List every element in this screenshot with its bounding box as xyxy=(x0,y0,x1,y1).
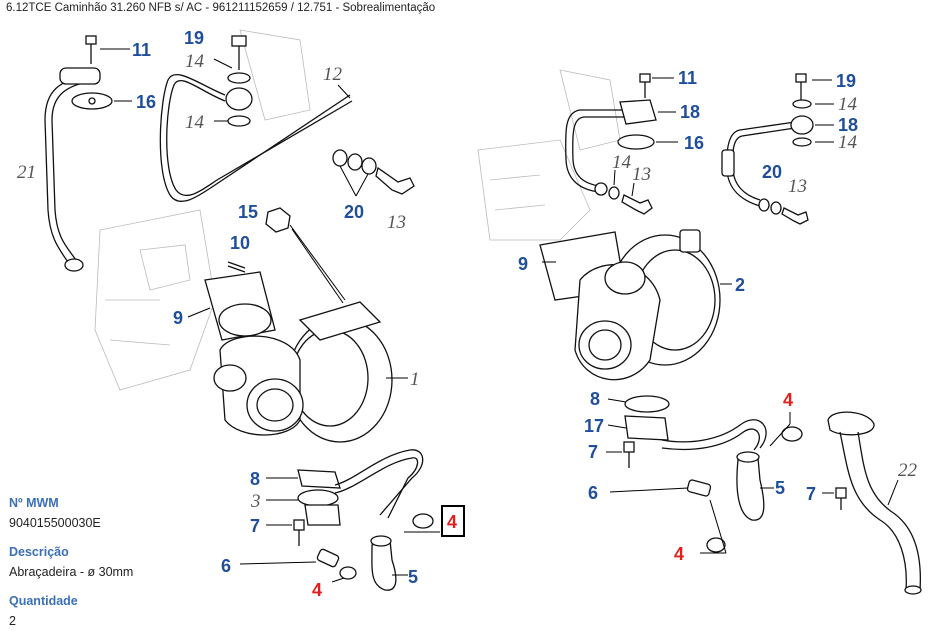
mwm-number-value: 904015500030E xyxy=(9,516,101,530)
callout-labels: 11 19 14 14 16 12 21 15 10 20 13 9 1 8 3… xyxy=(17,28,918,600)
clamp-4-upper-right xyxy=(769,412,803,447)
callout-5: 5 xyxy=(408,567,418,587)
mwm-number-label: Nº MWM xyxy=(9,496,59,510)
callout-14: 14 xyxy=(185,51,205,72)
clamp-4-lower-right xyxy=(700,499,727,554)
callout-2: 2 xyxy=(735,275,745,295)
callout-20: 20 xyxy=(344,202,364,222)
callout-16: 16 xyxy=(684,133,704,153)
clamp-4-highlighted xyxy=(404,505,465,537)
callout-21: 21 xyxy=(17,162,36,183)
callout-13: 13 xyxy=(387,212,406,233)
callout-7: 7 xyxy=(806,484,816,504)
callout-13: 13 xyxy=(788,176,807,197)
oil-pipe-far-right xyxy=(721,73,834,225)
callout-20: 20 xyxy=(762,162,782,182)
engine-block-right xyxy=(477,69,621,241)
oil-return-pipe-left xyxy=(334,449,424,516)
fitting-18 xyxy=(619,99,657,125)
hose-5-right xyxy=(736,457,765,521)
callout-14: 14 xyxy=(612,152,632,173)
nut-15 xyxy=(265,207,346,304)
quantity-value: 2 xyxy=(9,614,16,628)
callout-4: 4 xyxy=(674,544,684,564)
callout-19: 19 xyxy=(184,28,204,48)
page-title: 6.12TCE Caminhão 31.260 NFB s/ AC - 9612… xyxy=(6,2,436,14)
callout-16: 16 xyxy=(136,92,156,112)
clamp-4-lower-left xyxy=(331,566,357,583)
oil-pipe-18-right xyxy=(565,109,630,193)
callout-22: 22 xyxy=(898,460,918,481)
pipe-fitting xyxy=(59,67,101,85)
turbocharger-1 xyxy=(187,271,408,443)
callout-4: 4 xyxy=(783,390,793,410)
washers-14-13-right xyxy=(594,169,653,215)
flange-gaskets-8-17 xyxy=(607,395,670,441)
hose-5-left xyxy=(371,539,397,591)
callout-18: 18 xyxy=(838,115,858,135)
callout-18: 18 xyxy=(680,102,700,122)
washer-14-top xyxy=(227,72,251,84)
callout-8: 8 xyxy=(250,469,260,489)
pipe-end-fitting xyxy=(64,258,84,272)
washer-14-bottom xyxy=(227,115,251,127)
callout-3: 3 xyxy=(250,491,261,512)
callout-1: 1 xyxy=(410,369,420,390)
bolt-11-right xyxy=(639,73,674,98)
bolt-7-right xyxy=(606,441,635,468)
callout-11: 11 xyxy=(678,68,697,88)
banjo-bolt-19 xyxy=(213,35,253,127)
callout-11: 11 xyxy=(132,40,151,60)
stud-10 xyxy=(227,261,246,273)
flange-gaskets-8-3 xyxy=(266,469,341,526)
gasket-16-right xyxy=(617,134,655,150)
callout-5: 5 xyxy=(775,478,785,498)
bolt-7-far-right xyxy=(822,487,847,510)
callout-7: 7 xyxy=(250,516,260,536)
oil-drain-tube-22 xyxy=(827,411,922,595)
callout-14: 14 xyxy=(838,94,858,115)
callout-10: 10 xyxy=(230,233,250,253)
callout-13: 13 xyxy=(632,164,651,185)
engine-block-left xyxy=(94,29,311,391)
description-value: Abraçadeira - ø 30mm xyxy=(9,565,134,579)
callout-15: 15 xyxy=(238,202,258,222)
callout-9: 9 xyxy=(173,308,183,328)
callout-7: 7 xyxy=(588,442,598,462)
oil-return-pipe-right xyxy=(661,419,767,449)
description-label: Descrição xyxy=(9,545,69,559)
callout-6: 6 xyxy=(588,483,598,503)
callout-8: 8 xyxy=(590,389,600,409)
callout-14: 14 xyxy=(838,132,858,153)
callout-4: 4 xyxy=(312,580,322,600)
adapter-6-left xyxy=(239,548,340,568)
banjo-fitting xyxy=(225,87,253,111)
callout-12: 12 xyxy=(323,64,343,85)
callout-19: 19 xyxy=(836,71,856,91)
quantity-label: Quantidade xyxy=(9,594,78,608)
callout-17: 17 xyxy=(584,416,604,436)
callout-9: 9 xyxy=(518,254,528,274)
callout-6: 6 xyxy=(221,556,231,576)
bolt-11 xyxy=(85,35,130,64)
return-pipe-12 xyxy=(159,74,351,202)
adapter-6-right xyxy=(609,479,712,497)
washers-20-bolt-13 xyxy=(332,149,415,197)
bolt-7-left xyxy=(266,519,305,546)
callout-4: 4 xyxy=(447,512,457,532)
turbocharger-2 xyxy=(539,229,732,381)
callout-14: 14 xyxy=(185,112,205,133)
